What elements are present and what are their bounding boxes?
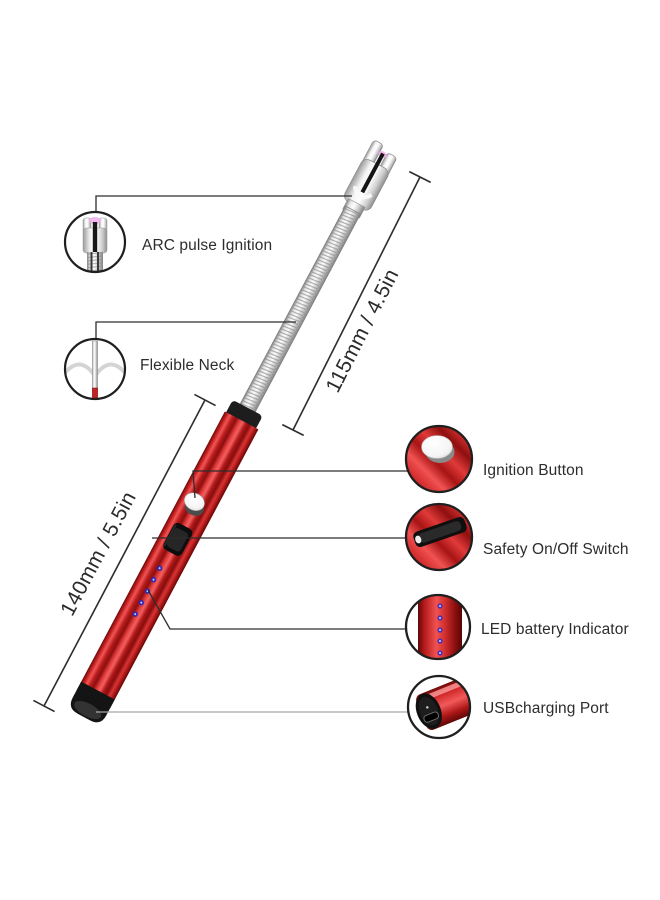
ignition-button: [184, 492, 205, 516]
arc-tip-icon: [82, 217, 108, 272]
dimension-body-length: [33, 393, 216, 713]
arc-tip: [342, 140, 397, 219]
label-ignition-button: Ignition Button: [483, 462, 584, 479]
dimension-neck-length: [281, 170, 432, 437]
label-led-indicator: LED battery Indicator: [481, 621, 629, 638]
label-usb-port: USBcharging Port: [483, 700, 609, 717]
callout-usb-port: [406, 674, 472, 740]
leader-line-ignition: [192, 470, 409, 499]
label-flexible-neck: Flexible Neck: [140, 357, 235, 374]
label-safety-switch: Safety On/Off Switch: [483, 541, 629, 558]
callout-ignition-button: [404, 424, 474, 494]
callout-safety-switch: [404, 502, 474, 572]
leader-lines: [95, 195, 410, 713]
leader-line-neck: [95, 321, 296, 341]
ignition-button-icon: [406, 426, 472, 492]
lighter: [70, 140, 397, 723]
leader-line-led: [147, 589, 406, 630]
safety-switch-icon: [406, 504, 472, 570]
safety-switch: [163, 522, 193, 556]
callout-arc-ignition: [63, 210, 127, 274]
neck-collar: [226, 401, 262, 430]
lighter-body: [76, 411, 259, 709]
flexible-neck-icon: [65, 340, 125, 399]
callout-flexible-neck: [63, 337, 127, 401]
leader-line-arc: [95, 195, 352, 214]
callout-led-indicator: [404, 593, 472, 661]
label-arc-pulse-ignition: ARC pulse Ignition: [142, 237, 273, 254]
led-indicator-icon: [418, 595, 462, 659]
